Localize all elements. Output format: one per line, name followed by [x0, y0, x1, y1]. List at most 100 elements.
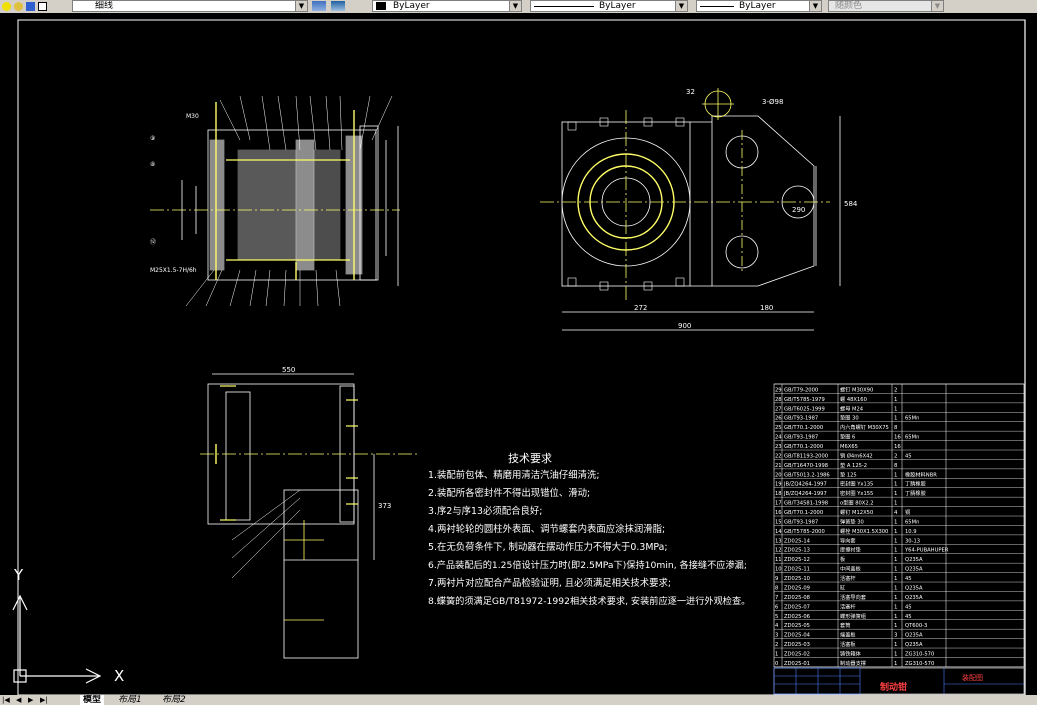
bom-cell: JB/ZQ4264-1997	[783, 491, 827, 497]
bom-cell: 11	[775, 557, 782, 563]
section-labels: M30 ⑨⑧ ⑫ M25X1.5-7H/6h	[150, 113, 199, 274]
bom-cell: Q235A	[905, 567, 923, 573]
tab-layout1[interactable]: 布局1	[118, 695, 142, 705]
bom-cell: 螺栓 M30X1.5X300	[840, 527, 888, 535]
side-bracket	[711, 115, 815, 287]
linetype-dropdown[interactable]: ByLayer ▼	[530, 0, 688, 12]
bom-cell: 2	[894, 453, 897, 459]
bom-cell: 29	[775, 387, 782, 393]
svg-text:⑫: ⑫	[150, 238, 156, 246]
tab-next-icon[interactable]: ▶	[28, 696, 34, 704]
bom-cell: 1	[894, 623, 897, 629]
tab-first-icon[interactable]: |◀	[2, 696, 10, 704]
color-value: ByLayer	[393, 1, 430, 11]
chevron-down-icon[interactable]: ▼	[295, 1, 307, 11]
bom-cell: 2	[775, 642, 778, 648]
layer-dropdown[interactable]: 细线 ▼	[72, 0, 308, 12]
bom-cell: GB/T34581-1998	[784, 501, 828, 507]
section-view: M30 ⑨⑧ ⑫ M25X1.5-7H/6h	[150, 95, 400, 307]
bom-cell: 9	[775, 576, 778, 582]
bom-cell: 65Mn	[905, 519, 919, 525]
bom-cell: 8	[775, 585, 778, 591]
layer-previous-icon[interactable]	[312, 1, 326, 11]
tech-requirements: 技术要求 1.装配前包体、精磨用清洁汽油仔细清洗; 2.装配所各密封件不得出现错…	[428, 452, 750, 607]
bom-cell: 密封圈 Yx155	[840, 489, 873, 497]
bom-cell: 活塞板	[840, 640, 856, 648]
bom-cell: 垫圈 6	[840, 433, 855, 441]
bom-cell: ZD025-09	[784, 585, 810, 591]
end-plate-left	[209, 139, 225, 271]
bom-cell: 16	[894, 444, 901, 450]
tab-model[interactable]: 模型	[80, 695, 105, 705]
bom-cell: 4	[775, 623, 779, 629]
bom-cell: ZG310-570	[905, 661, 934, 667]
title-block-name: 制动钳	[880, 681, 907, 693]
bom-cell: ZD025-10	[784, 576, 810, 582]
bom-cell: 板	[840, 555, 846, 563]
layer-freeze-icon[interactable]	[14, 2, 23, 11]
bom-cell: GB/T81193-2000	[784, 453, 828, 459]
bom-cell: 垫圈 30	[840, 414, 859, 422]
dim-373: 373	[378, 502, 391, 510]
dim-900: 900	[678, 322, 691, 330]
bom-cell: JB/ZQ4264-1997	[783, 482, 827, 488]
bom-cell: 22	[775, 453, 782, 459]
bom-cell: 14	[775, 529, 782, 535]
layer-color-icon[interactable]	[38, 2, 47, 11]
bom-cell: 1	[894, 585, 897, 591]
bom-cell: ZD025-03	[784, 642, 810, 648]
chevron-down-icon[interactable]: ▼	[509, 1, 521, 11]
bom-cell: 28	[775, 397, 782, 403]
bom-cell: 1	[894, 595, 897, 601]
bom-cell: 内六角螺钉 M30X75	[840, 423, 889, 431]
bom-cell: 15	[775, 519, 782, 525]
bom-cell: 活塞杆	[840, 574, 856, 582]
lineweight-dropdown[interactable]: ByLayer ▼	[696, 0, 822, 12]
bom-cell: GB/T70.1-2000	[784, 444, 823, 450]
bom-cell: 1	[894, 538, 897, 544]
drawing-svg[interactable]: M30 ⑨⑧ ⑫ M25X1.5-7H/6h	[0, 13, 1037, 696]
color-dropdown[interactable]: ByLayer ▼	[372, 0, 522, 12]
bom-cell: 18	[775, 491, 782, 497]
bom-cell: 1	[894, 519, 897, 525]
linetype-value: ByLayer	[599, 1, 636, 11]
layer-lock-icon[interactable]	[26, 2, 35, 11]
housing-hatch	[237, 149, 297, 261]
bom-cell: 1	[894, 548, 897, 554]
top-view-dims: 550 373	[282, 366, 391, 510]
bom-cell: 0	[775, 661, 778, 667]
chevron-down-icon[interactable]: ▼	[675, 1, 687, 11]
bom-cell: GB/T79-2000	[784, 387, 818, 393]
tab-prev-icon[interactable]: ◀	[16, 696, 22, 704]
piston-plate	[295, 139, 315, 271]
dim-32: 32	[686, 88, 695, 96]
tab-last-icon[interactable]: ▶|	[40, 696, 48, 704]
bom-cell: GB/T5013.2-1986	[784, 472, 830, 478]
layer-on-icon[interactable]	[2, 2, 11, 11]
bom-cell: 10.9	[905, 529, 917, 535]
bom-cell: Q235A	[905, 585, 923, 591]
bom-cell: 销 Ø4m6X42	[840, 451, 873, 459]
side-view	[540, 88, 841, 331]
chevron-down-icon[interactable]: ▼	[809, 1, 821, 11]
bom-cell: GB/T16470-1998	[784, 463, 828, 469]
bom-cell: 25	[775, 425, 782, 431]
top-flange-left	[225, 391, 251, 521]
bom-cell: 17	[775, 501, 782, 507]
bom-cell: Y64-PUBAHUPER	[904, 548, 949, 554]
bom-cell: 1	[894, 557, 897, 563]
bom-cell: ZD025-05	[784, 623, 810, 629]
bom-cell: 摩擦衬垫	[840, 546, 862, 554]
tab-layout2[interactable]: 布局2	[162, 695, 186, 705]
bom-cell: 密封圈 Yx135	[840, 480, 873, 488]
bom-cell: 7	[775, 595, 778, 601]
bom-cell: 1	[894, 501, 897, 507]
bom-cell: GB/T5785-2000	[784, 529, 825, 535]
layer-name: 细线	[95, 1, 114, 11]
bom-cell: 45	[905, 453, 912, 459]
ucs-x-label: X	[114, 667, 124, 685]
layer-manager-icon[interactable]	[331, 1, 345, 11]
dim-272: 272	[634, 304, 647, 312]
